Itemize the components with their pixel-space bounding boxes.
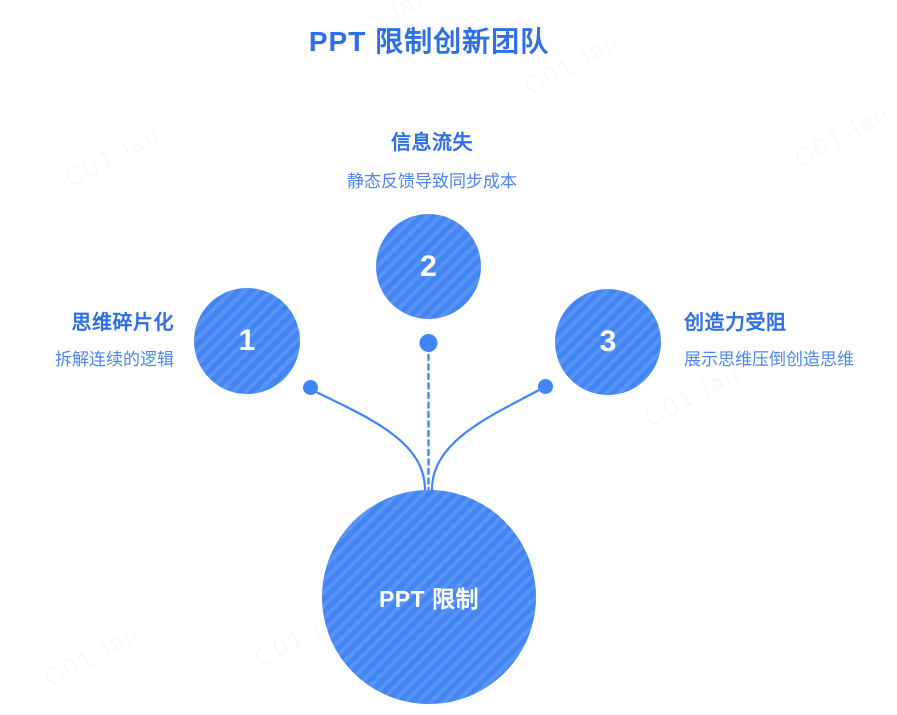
- center-circle-label: PPT 限制: [378, 586, 480, 612]
- node-circle-3: 3: [555, 289, 661, 395]
- node-number: 3: [599, 325, 617, 358]
- node-number: 1: [238, 324, 256, 357]
- node-circle-2: 2: [376, 214, 481, 319]
- node-heading: 信息流失: [391, 132, 473, 154]
- node-subtitle: 静态反馈导致同步成本: [347, 172, 517, 191]
- node-label-right: 创造力受阻 展示思维压倒创造思维: [684, 311, 897, 370]
- node-subtitle: 拆解连续的逻辑: [55, 350, 174, 369]
- connector-left-curve: [308, 387, 427, 492]
- connector-dot-left: [303, 380, 318, 395]
- node-heading: 思维碎片化: [71, 312, 174, 334]
- connector-dot-right: [538, 379, 553, 394]
- center-circle: PPT 限制: [322, 490, 536, 704]
- connector-right-curve: [430, 385, 547, 492]
- node-subtitle: 展示思维压倒创造思维: [684, 350, 854, 369]
- node-label-left: 思维碎片化 拆解连续的逻辑: [0, 311, 174, 370]
- node-heading: 创造力受阻: [684, 312, 787, 334]
- node-label-top: 信息流失 静态反馈导致同步成本: [282, 131, 582, 192]
- node-circle-1: 1: [194, 288, 300, 394]
- node-number: 2: [420, 249, 437, 283]
- page-title: PPT 限制创新团队: [308, 26, 550, 57]
- connector-dot-center: [419, 334, 438, 352]
